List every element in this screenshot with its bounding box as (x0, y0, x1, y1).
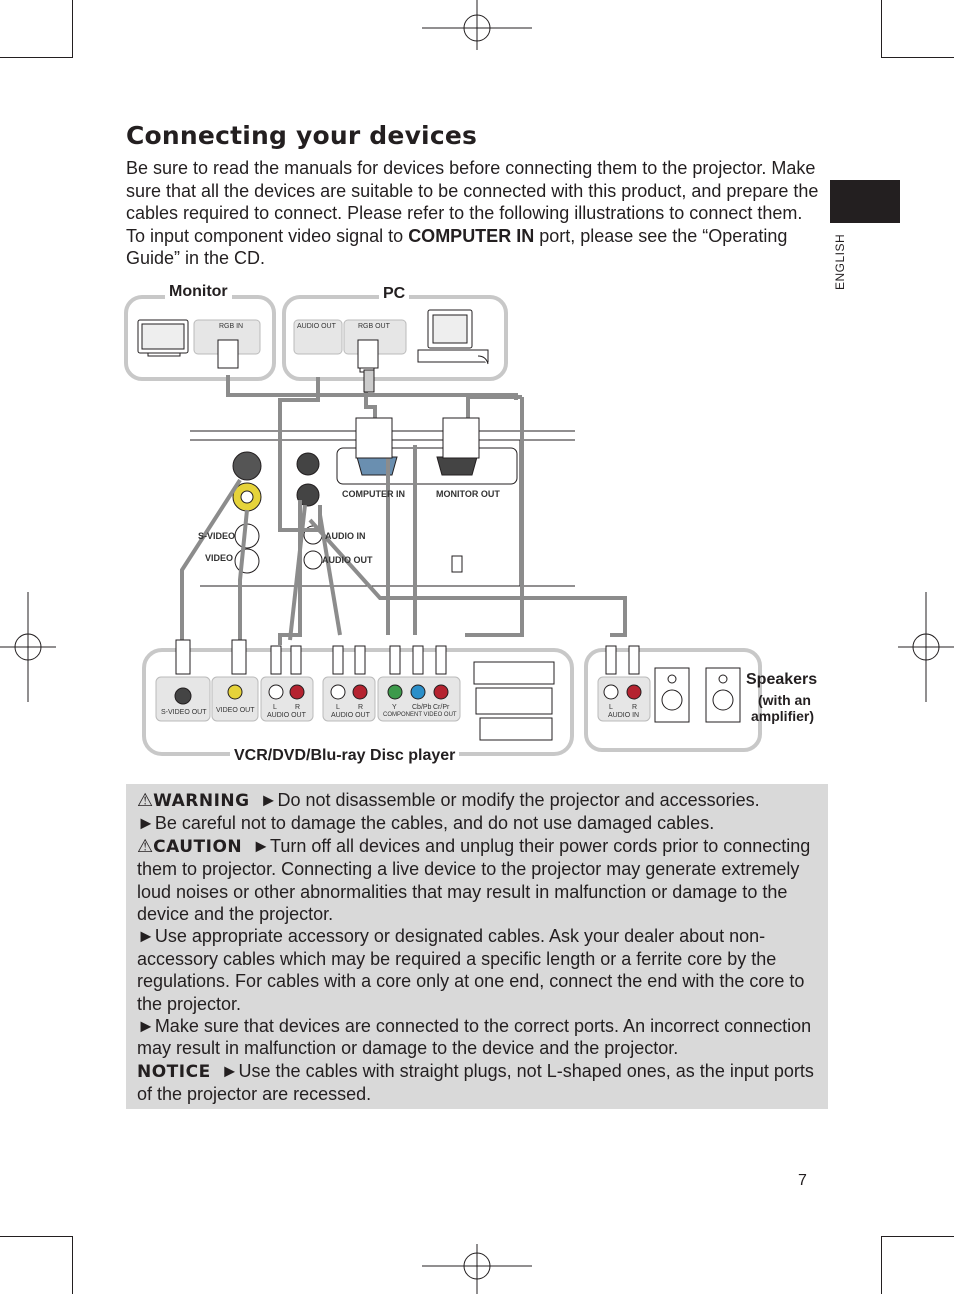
warning-text-2: ►Be careful not to damage the cables, an… (137, 813, 715, 834)
speaker-l: L (609, 704, 613, 711)
connection-diagram: Monitor PC RGB IN AUDIO OUT RGB OUT COMP… (120, 280, 820, 775)
computer-in-port: COMPUTER IN (342, 489, 405, 499)
caution-text-3: ►Make sure that devices are connected to… (137, 1016, 812, 1059)
component-cb: Cb/Pb (412, 704, 432, 711)
monitor-rgb-in: RGB IN (219, 323, 244, 330)
vcr-s-video-out: S-VIDEO OUT (161, 709, 207, 716)
notice-keyword: NOTICE (137, 1061, 211, 1082)
speakers-label: Speakers (746, 671, 818, 688)
vcr-r-2: R (358, 704, 364, 711)
component-y: Y (392, 704, 397, 711)
page-number: 7 (798, 1172, 807, 1189)
language-label-text: ENGLISH (833, 233, 847, 290)
monitor-label: Monitor (165, 283, 232, 301)
component-cr: Cr/Pr (433, 704, 450, 711)
caution-block: ⚠CAUTION ►Turn off all devices and unplu… (137, 835, 825, 926)
notice-block: NOTICE ►Use the cables with straight plu… (137, 1060, 825, 1106)
vcr-l-2: L (336, 704, 340, 711)
speaker-icon (654, 667, 741, 723)
speakers-sublabel-2: amplifier) (751, 708, 815, 724)
vcr-video-out: VIDEO OUT (216, 707, 255, 714)
warning-keyword: WARNING (153, 791, 250, 811)
warning-line: ⚠WARNING ►Do not disassemble or modify t… (137, 789, 825, 812)
speakers-sublabel-1: (with an (758, 692, 811, 708)
warning-text-1: ►Do not disassemble or modify the projec… (259, 790, 760, 810)
intro-paragraph: Be sure to read the manuals for devices … (126, 157, 826, 270)
safety-notice-text: ⚠WARNING ►Do not disassemble or modify t… (137, 789, 825, 1106)
pc-label: PC (379, 285, 410, 303)
caution-icon: ⚠ (137, 835, 154, 856)
caution-keyword: CAUTION (153, 836, 243, 857)
pc-audio-out: AUDIO OUT (297, 323, 336, 330)
speaker-r: R (632, 704, 638, 711)
monitor-out-port: MONITOR OUT (436, 489, 500, 499)
vcr-dvd-label: VCR/DVD/Blu-ray Disc player (230, 747, 460, 765)
intro-text-end: port, please see the “Operating Guide” i… (126, 225, 788, 269)
vcr-dvd-icon (473, 661, 555, 741)
vcr-r-1: R (295, 704, 301, 711)
safety-notice-box (126, 784, 828, 1109)
speaker-audio-in: AUDIO IN (608, 712, 640, 719)
s-video-port: S-VIDEO (198, 531, 236, 541)
vcr-l-1: L (273, 704, 277, 711)
intro-text: Be sure to read the manuals for devices … (126, 158, 819, 246)
caution-text-1: ►Turn off all devices and unplug their p… (137, 835, 811, 925)
intro-bold-port: COMPUTER IN (408, 225, 535, 246)
audio-out-port: AUDIO OUT (322, 555, 373, 565)
audio-in-port: AUDIO IN (325, 531, 366, 541)
caution-text-2: ►Use appropriate accessory or designated… (137, 926, 805, 1014)
diagram-drawing (124, 295, 762, 756)
warning-icon: ⚠ (137, 790, 154, 810)
pc-icon (417, 309, 489, 365)
monitor-icon (137, 319, 189, 357)
page-title: Connecting your devices (126, 121, 478, 150)
language-label: ENGLISH (831, 228, 851, 292)
vcr-audio-out-1: AUDIO OUT (267, 712, 306, 719)
component-video-out: COMPONENT VIDEO OUT (383, 712, 457, 718)
language-tab (830, 180, 900, 223)
vcr-audio-out-2: AUDIO OUT (331, 712, 370, 719)
notice-text-1: ►Use the cables with straight plugs, not… (137, 1060, 814, 1105)
pc-rgb-out: RGB OUT (358, 323, 390, 330)
video-port: VIDEO (205, 553, 234, 563)
